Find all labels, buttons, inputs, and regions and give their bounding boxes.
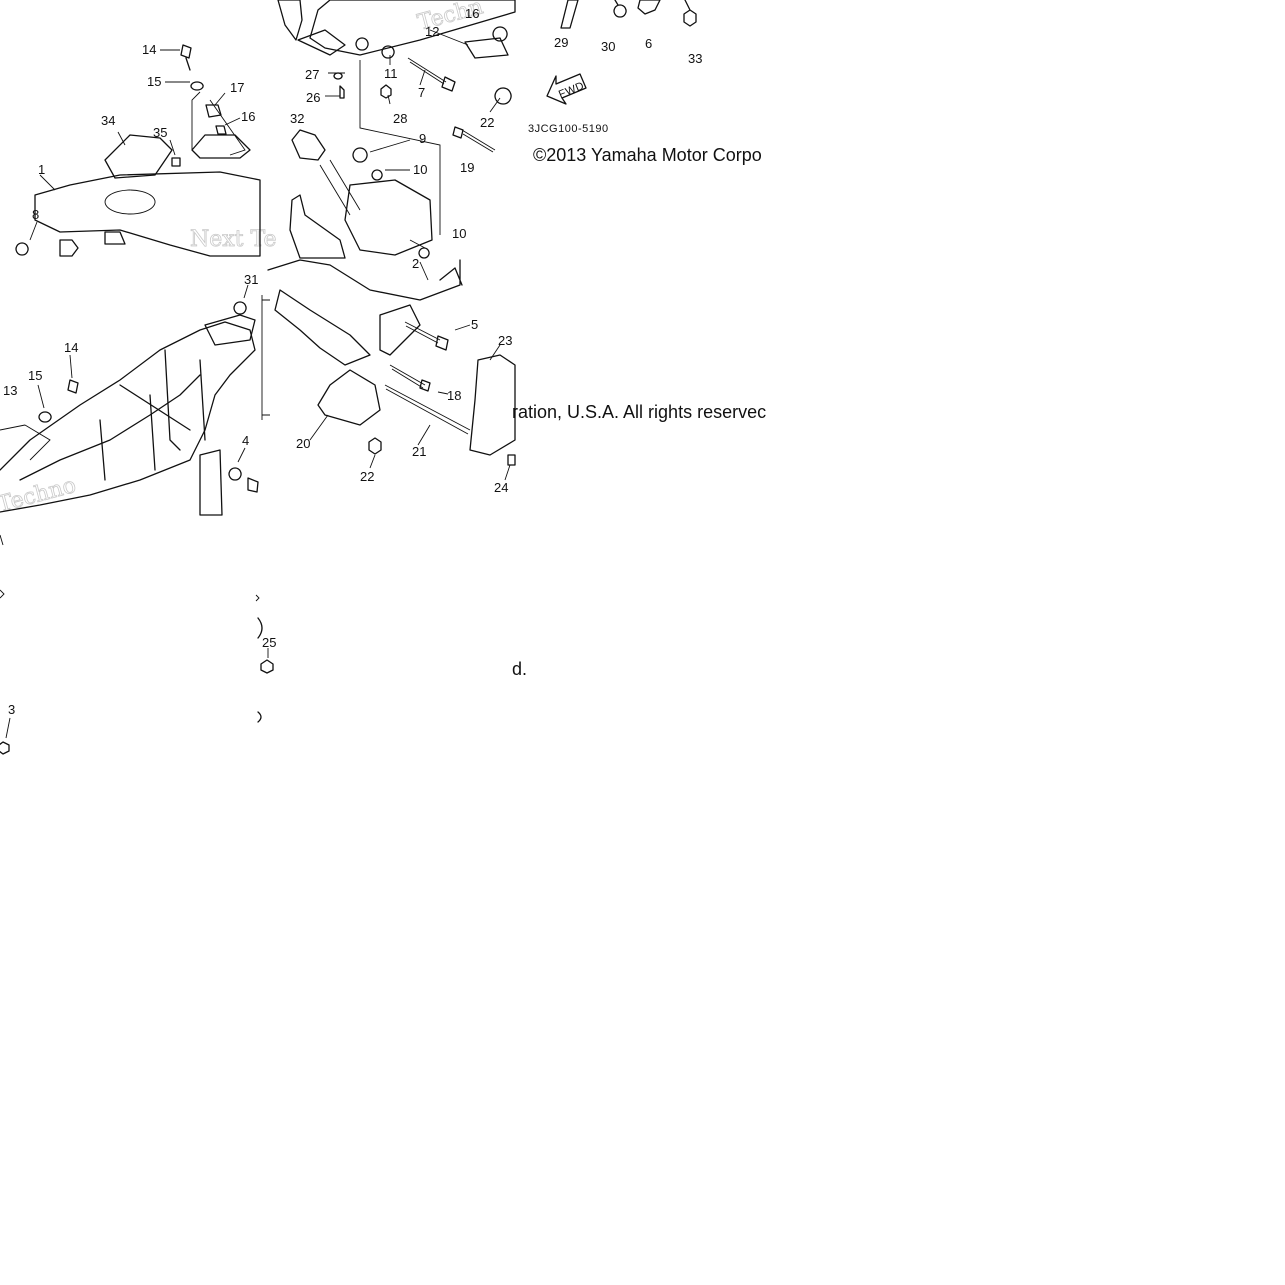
part-label-5: 5	[471, 317, 478, 332]
part-label-14a: 14	[142, 42, 156, 57]
part-label-30: 30	[601, 39, 615, 54]
part-label-34: 34	[101, 113, 115, 128]
copyright-tail: d.	[512, 659, 527, 679]
middle-right-leads	[309, 239, 511, 481]
part-label-27: 27	[305, 67, 319, 82]
main-frame	[0, 301, 259, 516]
diagram-code: 3JCG100-5190	[528, 123, 609, 135]
part-label-15a: 15	[147, 74, 161, 89]
part-label-33: 33	[688, 51, 702, 66]
part-label-10a: 10	[413, 162, 427, 177]
part-label-31: 31	[244, 272, 258, 287]
part-label-16b: 16	[241, 109, 255, 124]
part-label-15b: 15	[28, 368, 42, 383]
part-label-21: 21	[412, 444, 426, 459]
part-label-25: 25	[262, 635, 276, 650]
part-label-9: 9	[419, 131, 426, 146]
part-label-23: 23	[498, 333, 512, 348]
main-frame-leads	[37, 284, 249, 463]
lower-fragments	[0, 534, 274, 755]
upper-middle-leads	[325, 29, 501, 171]
copyright-line-2: ration, U.S.A. All rights reservec	[512, 402, 766, 422]
upper-left-leads	[29, 49, 241, 241]
part-label-14b: 14	[64, 340, 78, 355]
part-label-22b: 22	[360, 469, 374, 484]
upper-right-parts: FWD	[546, 0, 697, 105]
part-label-1: 1	[38, 162, 45, 177]
part-label-35: 35	[153, 125, 167, 140]
part-label-6: 6	[645, 36, 652, 51]
copyright-line-1: ©2013 Yamaha Motor Corpo	[533, 145, 762, 165]
part-label-4: 4	[242, 433, 249, 448]
part-label-32: 32	[290, 111, 304, 126]
part-label-12: 12	[425, 24, 439, 39]
watermark-mid: Next Te	[190, 227, 277, 252]
part-label-3: 3	[8, 702, 15, 717]
part-label-29: 29	[554, 35, 568, 50]
middle-right-assembly	[261, 129, 516, 466]
part-label-11: 11	[384, 66, 398, 81]
part-label-17: 17	[230, 80, 244, 95]
part-label-16a: 16	[465, 6, 479, 21]
part-label-20: 20	[296, 436, 310, 451]
watermark-bottom: Techno	[0, 473, 79, 518]
part-label-26: 26	[306, 90, 320, 105]
part-label-7: 7	[418, 85, 425, 100]
part-label-2: 2	[412, 256, 419, 271]
upper-left-parts	[15, 44, 261, 257]
part-label-19: 19	[460, 160, 474, 175]
part-label-8: 8	[32, 207, 39, 222]
upper-middle-parts	[277, 0, 516, 235]
part-label-18: 18	[447, 388, 461, 403]
fwd-arrow: FWD	[546, 73, 587, 105]
part-label-22a: 22	[480, 115, 494, 130]
part-label-28: 28	[393, 111, 407, 126]
part-label-10b: 10	[452, 226, 466, 241]
svg-text:FWD: FWD	[557, 80, 586, 101]
part-label-24: 24	[494, 480, 508, 495]
part-label-13: 13	[3, 383, 17, 398]
